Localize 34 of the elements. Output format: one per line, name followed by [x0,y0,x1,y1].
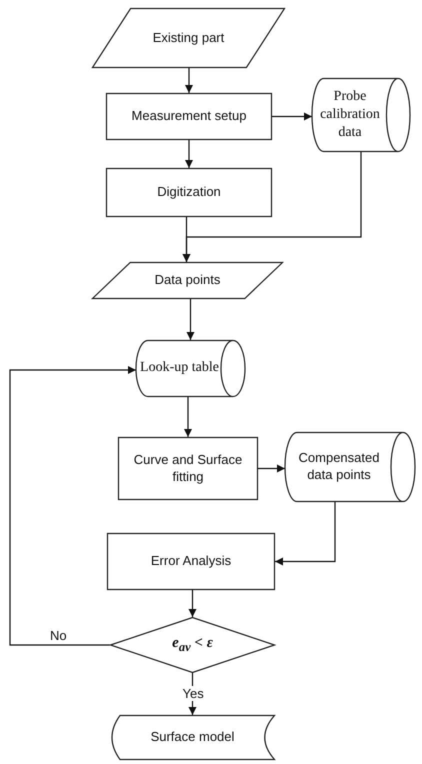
node-label: Look-up table [139,359,220,378]
edge-label: No [48,628,69,643]
arrow [186,299,194,340]
arrow [275,502,336,566]
node-label: Digitization [156,184,222,201]
arrow [185,140,193,168]
node-label: Surface model [150,729,236,746]
arrow [272,112,312,120]
data-parallelogram [92,262,283,299]
input-parallelogram [92,8,285,68]
arrow [188,590,196,617]
process-box [106,93,272,140]
arrow [9,366,136,646]
arrow [258,464,285,472]
arrow [184,397,192,437]
process-box [118,437,258,500]
node-label: Probe calibration data [319,88,381,142]
process-box [106,168,272,217]
node-label: Measurement setup [130,108,248,125]
node-label: Existing part [152,30,226,46]
arrow [182,152,362,262]
arrow [185,68,193,93]
storage-cylinder [312,78,410,152]
node-label: Compensated data points [298,450,380,484]
process-box [107,533,275,590]
stored-data-shape [110,715,275,760]
node-label: Data points [154,272,222,289]
node-label: e$_{av}$ < ε [171,634,214,656]
edge-label: Yes [180,686,206,701]
storage-cylinder [285,432,415,502]
node-label: Error Analysis [150,553,232,570]
decision-diamond [110,617,275,673]
node-label: Curve and Surface fitting [132,452,244,486]
storage-cylinder [136,340,245,397]
